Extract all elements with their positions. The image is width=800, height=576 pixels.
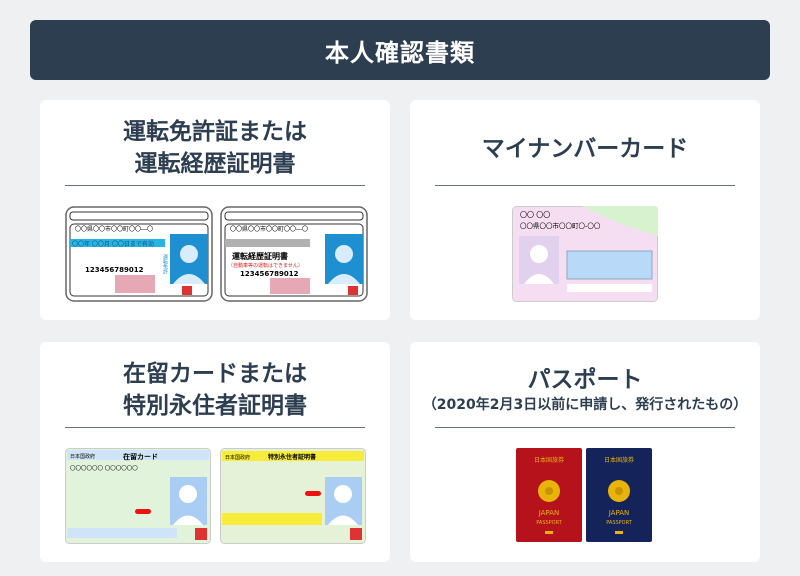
card-title: 運転免許証または 運転経歴証明書 — [40, 116, 390, 180]
svg-text:（自動車等の運転はできません）: （自動車等の運転はできません） — [228, 262, 303, 269]
svg-text:特別永住者証明書: 特別永住者証明書 — [268, 453, 316, 461]
card-title-line: 在留カードまたは — [123, 361, 307, 387]
card-my-number: マイナンバーカード 〇〇 〇〇 〇〇県〇〇市〇〇町〇-〇〇 — [410, 100, 760, 320]
card-drivers-license: 運転免許証または 運転経歴証明書 〇〇県〇〇市〇〇町〇〇―〇 〇〇年 〇〇月 〇… — [40, 100, 390, 320]
card-passport: パスポート （2020年2月3日以前に申請し、発行されたもの） 日本国旅券 JA… — [410, 342, 760, 562]
page-title-text: 本人確認書類 — [325, 38, 475, 67]
my-number-card-image: 〇〇 〇〇 〇〇県〇〇市〇〇町〇-〇〇 — [512, 206, 658, 302]
divider — [435, 185, 735, 186]
svg-text:PASSPORT: PASSPORT — [536, 520, 563, 526]
card-title-line: パスポート — [527, 367, 643, 393]
svg-text:運転免許: 運転免許 — [162, 254, 168, 275]
svg-text:JAPAN: JAPAN — [538, 509, 560, 517]
card-title-line: 運転経歴証明書 — [134, 151, 296, 177]
svg-text:〇〇 〇〇: 〇〇 〇〇 — [520, 211, 550, 219]
divider — [65, 427, 365, 428]
divider — [435, 427, 735, 428]
page-title: 本人確認書類 — [30, 20, 770, 80]
svg-text:日本国旅券: 日本国旅券 — [534, 456, 564, 464]
card-title-line: マイナンバーカード — [481, 136, 689, 162]
residence-card-image: 日本国政府 在留カード 〇〇〇〇〇〇 〇〇〇〇〇〇 — [65, 448, 211, 544]
svg-text:在留カード: 在留カード — [123, 452, 158, 461]
svg-text:123456789012: 123456789012 — [85, 266, 144, 274]
card-title-line: 特別永住者証明書 — [123, 393, 307, 419]
special-permanent-resident-certificate-image: 日本国政府 特別永住者証明書 — [220, 448, 366, 544]
passport-red-image: 日本国旅券 JAPAN PASSPORT — [516, 448, 582, 542]
svg-text:日本国政府: 日本国政府 — [70, 453, 95, 460]
card-title: パスポート （2020年2月3日以前に申請し、発行されたもの） — [410, 364, 760, 414]
svg-text:〇〇県〇〇市〇〇町〇〇―〇: 〇〇県〇〇市〇〇町〇〇―〇 — [75, 225, 153, 233]
card-title-line: 運転免許証または — [123, 119, 307, 145]
card-title: 在留カードまたは 特別永住者証明書 — [40, 358, 390, 422]
divider — [65, 185, 365, 186]
passport-navy-image: 日本国旅券 JAPAN PASSPORT — [586, 448, 652, 542]
svg-text:〇〇〇〇〇〇 〇〇〇〇〇〇: 〇〇〇〇〇〇 〇〇〇〇〇〇 — [70, 465, 138, 472]
card-title: マイナンバーカード — [410, 133, 760, 165]
driving-history-certificate-image: 〇〇県〇〇市〇〇町〇〇―〇 運転経歴証明書 （自動車等の運転はできません） 12… — [220, 206, 368, 302]
svg-text:運転経歴証明書: 運転経歴証明書 — [232, 251, 288, 261]
svg-text:123456789012: 123456789012 — [240, 270, 299, 278]
svg-text:日本国政府: 日本国政府 — [225, 454, 250, 461]
svg-text:〇〇県〇〇市〇〇町〇-〇〇: 〇〇県〇〇市〇〇町〇-〇〇 — [520, 221, 601, 230]
card-residence: 在留カードまたは 特別永住者証明書 日本国政府 在留カード 〇〇〇〇〇〇 〇〇〇… — [40, 342, 390, 562]
svg-text:〇〇県〇〇市〇〇町〇〇―〇: 〇〇県〇〇市〇〇町〇〇―〇 — [230, 225, 308, 233]
card-subtitle: （2020年2月3日以前に申請し、発行されたもの） — [422, 397, 748, 413]
svg-text:日本国旅券: 日本国旅券 — [604, 456, 634, 464]
svg-text:PASSPORT: PASSPORT — [606, 520, 633, 526]
svg-text:〇〇年 〇〇月 〇〇日まで有効: 〇〇年 〇〇月 〇〇日まで有効 — [72, 240, 154, 248]
drivers-license-image: 〇〇県〇〇市〇〇町〇〇―〇 〇〇年 〇〇月 〇〇日まで有効 運転免許 12345… — [65, 206, 213, 302]
svg-text:JAPAN: JAPAN — [608, 509, 630, 517]
